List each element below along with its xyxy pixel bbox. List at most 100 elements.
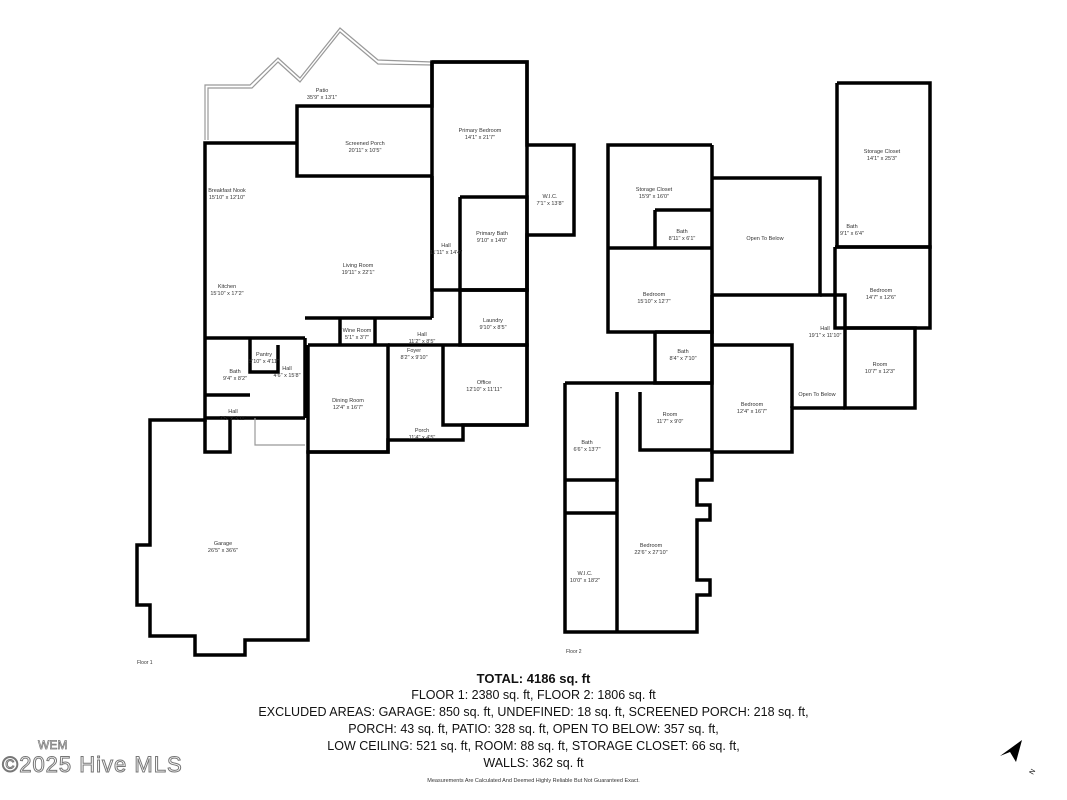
room-name: Room [663, 412, 678, 418]
room-name: Hall [820, 326, 829, 332]
wall [563, 383, 714, 634]
room-dimensions: 9'10" x 14'0" [477, 238, 507, 244]
room-name: Wine Room [343, 328, 372, 334]
room-dimensions: 26'5" x 36'6" [208, 548, 238, 554]
room-dimensions: 11'4" x 4'5" [409, 435, 436, 441]
room-name: Storage Closet [864, 149, 901, 155]
watermark-logo: WEM [38, 738, 68, 753]
wall [833, 245, 932, 330]
room-dimensions: 11'2" x 8'5" [409, 339, 436, 345]
summary-line: EXCLUDED AREAS: GARAGE: 850 sq. ft, UNDE… [258, 705, 809, 719]
floor-2-label: Floor 2 [566, 649, 582, 655]
room-name: Hall [228, 409, 237, 415]
room-dimensions: 35'9" x 13'1" [307, 95, 337, 101]
north-arrow-icon: N [1000, 740, 1037, 776]
wall [565, 392, 619, 482]
room-dimensions: 8'11" x 6'1" [669, 236, 696, 242]
wall [843, 326, 917, 410]
room-dimensions: 11'11" x 14'4" [430, 250, 462, 256]
room-dimensions: 7'1" x 13'8" [536, 201, 563, 207]
room-name: Porch [415, 428, 429, 434]
compass-label: N [1029, 768, 1038, 776]
room-dimensions: 15'10" x 12'10" [209, 195, 245, 201]
room-dimensions: 12'10" x 11'11" [466, 387, 502, 393]
room-dimensions: 15'10" x 12'7" [637, 299, 670, 305]
wall [306, 343, 390, 454]
wall [441, 343, 529, 427]
wall [204, 27, 433, 140]
wall [712, 343, 794, 408]
room-name: Primary Bedroom [459, 128, 502, 134]
room-name: Bedroom [643, 292, 666, 298]
room-dimensions: 15'10" x 17'2" [210, 291, 243, 297]
room-dimensions: 14'7" x 12'6" [866, 295, 896, 301]
room-dimensions: 9'1" x 6'4" [840, 231, 864, 237]
room-name: W.I.C. [543, 194, 558, 200]
room-name: Primary Bath [476, 231, 508, 237]
room-dimensions: 8'2" x 9'10" [400, 355, 427, 361]
room-dimensions: 11'7" x 9'0" [657, 419, 684, 425]
room-name: Open To Below [798, 392, 835, 398]
room-name: Bedroom [870, 288, 893, 294]
room-name: Open To Below [746, 236, 783, 242]
room-dimensions: 20'11" x 10'5" [349, 148, 382, 154]
disclaimer: Measurements Are Calculated And Deemed H… [427, 778, 640, 784]
room-dimensions: 22'6" x 27'10" [634, 550, 667, 556]
floor-1-label: Floor 1 [137, 660, 153, 666]
room-name: Pantry [256, 352, 272, 358]
room-name: Bedroom [741, 402, 764, 408]
room-name: Bedroom [640, 543, 663, 549]
summary-line: PORCH: 43 sq. ft, PATIO: 328 sq. ft, OPE… [348, 722, 719, 736]
room-name: Dining Room [332, 398, 364, 404]
wall [207, 31, 433, 140]
room-dimensions: 12'4" x 16'7" [333, 405, 363, 411]
room-name: Hall [417, 332, 426, 338]
wall [820, 293, 847, 328]
walls [135, 27, 932, 657]
room-name: Office [477, 380, 491, 386]
room-name: Kitchen [218, 284, 236, 290]
summary-line: WALLS: 362 sq. ft [483, 756, 584, 770]
wall [203, 418, 232, 454]
room-dimensions: 19'1" x 11'10" [809, 333, 842, 339]
room-dimensions: 9'4" x 8'2" [223, 376, 247, 382]
room-dimensions: 5'10" x 4'11" [249, 359, 279, 365]
room-name: Bath [677, 349, 688, 355]
room-name: Bath [581, 440, 592, 446]
wall [638, 392, 712, 452]
room-dimensions: 6'6" x 13'7" [573, 447, 600, 453]
room-dimensions: 4'6" x 15'8" [273, 373, 300, 379]
wall [254, 418, 305, 446]
summary-line: LOW CEILING: 521 sq. ft, ROOM: 88 sq. ft… [327, 739, 740, 753]
room-name: Garage [214, 541, 232, 547]
wall [248, 338, 280, 374]
wall [710, 295, 845, 454]
room-name: Hall [441, 243, 450, 249]
room-dimensions: 10'7" x 12'3" [865, 369, 895, 375]
room-dimensions: 9'10" x 8'5" [479, 325, 506, 331]
room-name: Hall [282, 366, 291, 372]
wall [606, 143, 714, 334]
room-dimensions: 7'5" x 3'11" [220, 416, 247, 422]
room-name: Laundry [483, 318, 503, 324]
room-name: Storage Closet [636, 187, 673, 193]
room-name: Bath [229, 369, 240, 375]
room-name: Screened Porch [345, 141, 384, 147]
room-dimensions: 19'11" x 22'1" [342, 270, 375, 276]
room-dimensions: 10'0" x 18'2" [570, 578, 600, 584]
room-name: Living Room [343, 263, 374, 269]
summary-line: FLOOR 1: 2380 sq. ft, FLOOR 2: 1806 sq. … [411, 688, 656, 702]
room-name: Bath [846, 224, 857, 230]
watermark-text: ©2025 Hive MLS [2, 752, 183, 778]
total-area: TOTAL: 4186 sq. ft [476, 671, 591, 686]
room-name: Foyer [407, 348, 421, 354]
room-dimensions: 5'1" x 3'7" [345, 335, 369, 341]
room-dimensions: 14'1" x 21'7" [465, 135, 495, 141]
room-dimensions: 15'9" x 16'0" [639, 194, 669, 200]
room-dimensions: 14'1" x 25'3" [867, 156, 897, 162]
room-name: Room [873, 362, 888, 368]
room-name: Patio [316, 88, 329, 94]
room-name: Breakfast Nook [208, 188, 246, 194]
